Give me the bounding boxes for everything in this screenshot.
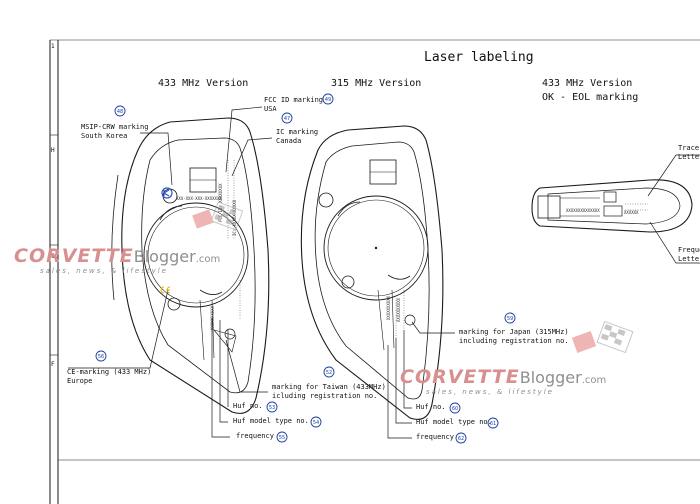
callout-badge-61: 61 — [487, 417, 499, 429]
heading-315mhz: 315 MHz Version — [331, 78, 422, 89]
key-side-view-right — [531, 179, 693, 233]
svg-text:62: 62 — [458, 436, 464, 442]
svg-text:XXXXXX: XXXXXX — [624, 210, 639, 215]
label-frequency-left: frequency — [236, 432, 274, 440]
callout-badge-49: 49 — [322, 93, 334, 105]
flag-watermark-icon-2 — [571, 320, 634, 354]
heading-eol-marking: OK - EOL marking — [542, 92, 639, 103]
laser-markings: XXX-XXX-XXX-XXXXXXX FCC ID: XXXXXXXX IC:… — [176, 183, 639, 330]
label-taiwan: marking for Taiwan (433MHz)icluding regi… — [272, 383, 386, 400]
ruler-mark-h: H — [51, 147, 55, 154]
svg-text:61: 61 — [490, 421, 496, 427]
leader-lines-left — [68, 106, 273, 438]
label-huf-no-center: Huf no. — [416, 403, 446, 411]
callout-badge-59: 59 — [504, 312, 516, 324]
heading-433mhz-right: 433 MHz Version — [542, 78, 633, 89]
label-huf-model-center: Huf model type no. — [416, 418, 492, 426]
label-huf-model-left: Huf model type no. — [233, 417, 309, 425]
svg-text:47: 47 — [284, 116, 290, 122]
label-ce-marking: CE-marking (433 MHz)Europe — [67, 368, 152, 385]
ruler-mark-g: G — [51, 253, 55, 260]
callout-badge-52: 52 — [323, 366, 335, 378]
label-japan: marking for Japan (315MHz)including regi… — [459, 328, 569, 345]
svg-text:XXXXXXXXXXXXXX: XXXXXXXXXXXXXX — [566, 208, 600, 213]
svg-text:56: 56 — [98, 354, 104, 360]
svg-text:52: 52 — [326, 370, 332, 376]
fcc-mark: FCC ID: XXXXXXXX — [218, 183, 223, 222]
svg-text:59: 59 — [507, 316, 513, 322]
ruler-mark-f: F — [51, 361, 55, 368]
key-315mhz-center — [300, 125, 444, 420]
callout-badge-47: 47 — [281, 112, 293, 124]
watermark-logo-left: CORVETTEBlogger.com sales, news, & lifes… — [14, 245, 221, 275]
svg-text:53: 53 — [269, 405, 275, 411]
svg-text:XXXXXXXXXX: XXXXXXXXXX — [210, 305, 215, 330]
watermark-logo-right: CORVETTEBlogger.com sales, news, & lifes… — [400, 366, 607, 396]
callout-badge-55: 55 — [276, 431, 288, 443]
callout-badge-48: 48 — [114, 105, 126, 117]
callout-badge-53: 53 — [266, 401, 278, 413]
heading-433mhz-left: 433 MHz Version — [158, 78, 249, 89]
svg-text:XXXXXXXXXX: XXXXXXXXXX — [396, 297, 401, 322]
kc-mark-icon — [161, 187, 173, 199]
callout-badge-60: 60 — [449, 402, 461, 414]
ce-mark-icon — [160, 286, 171, 294]
callout-badge-54: 54 — [310, 416, 322, 428]
label-frequency-cut: FrequeLetter — [678, 246, 700, 263]
svg-text:XXXXXXXXXX: XXXXXXXXXX — [386, 295, 391, 320]
leader-lines-right — [647, 154, 700, 264]
svg-text:60: 60 — [452, 406, 458, 412]
svg-text:55: 55 — [279, 435, 285, 441]
svg-text:49: 49 — [325, 97, 331, 103]
drawing-title: Laser labeling — [424, 50, 534, 65]
label-trace-cut: TraceLetter — [678, 144, 700, 161]
leader-lines-center — [387, 321, 455, 439]
label-huf-no-left: Huf no. — [233, 402, 263, 410]
flag-watermark-icon-1 — [192, 201, 244, 231]
msip-mark: XXX-XXX-XXX-XXXXXXX — [176, 196, 222, 201]
callout-badge-56: 56 — [95, 350, 107, 362]
svg-text:54: 54 — [313, 420, 319, 426]
callout-badge-62: 62 — [455, 432, 467, 444]
ic-mark: IC: XXXXX-XXXXX — [232, 199, 237, 236]
label-frequency-center: frequency — [416, 433, 454, 441]
svg-text:48: 48 — [117, 109, 123, 115]
ruler-mark-1: 1 — [51, 43, 55, 50]
callout-badges: 48 49 47 56 52 53 54 55 59 60 61 62 — [95, 93, 516, 444]
